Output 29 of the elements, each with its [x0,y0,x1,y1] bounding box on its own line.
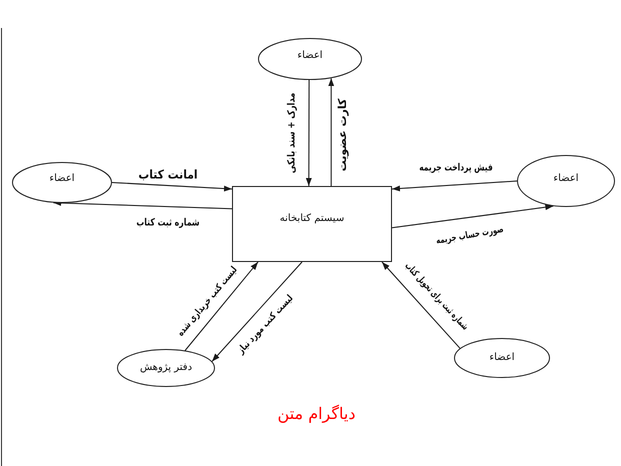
arrow [212,262,302,362]
node-label: سیستم کتابخانه [280,213,344,225]
process-box [232,186,392,262]
arrow [184,262,258,351]
node-label: دفتر پژوهش [140,362,192,374]
arrow [306,80,312,186]
arrow [112,182,232,192]
edge-label: شماره ثبت کتاب [136,218,200,228]
entity-ellipse [454,338,550,378]
node-label: اعضاء [553,173,579,185]
edge-label: کارت عضویت [336,98,350,172]
caption: دیاگرام متن [278,404,356,423]
arrow [392,204,554,228]
edge-label: فیش پرداخت جریمه [419,162,493,174]
arrow [52,200,232,210]
entity-ellipse [517,155,615,207]
edge-label: شماره ثبت برای تحویل کتاب [402,261,470,333]
node-label: اعضاء [489,352,515,364]
node-label: اعضاء [297,50,323,62]
entity-ellipse [12,162,112,203]
node-label: اعضاء [49,172,75,184]
arrow [392,180,518,192]
edge-label: صورت حساب جریمه [435,224,505,248]
arrow [328,78,334,186]
entity-ellipse [117,349,215,387]
arrow [382,262,460,349]
edge-label: مدارک + سند بانکی [286,92,298,174]
entity-ellipse [258,38,362,80]
edge-label: امانت کتاب [138,168,198,182]
